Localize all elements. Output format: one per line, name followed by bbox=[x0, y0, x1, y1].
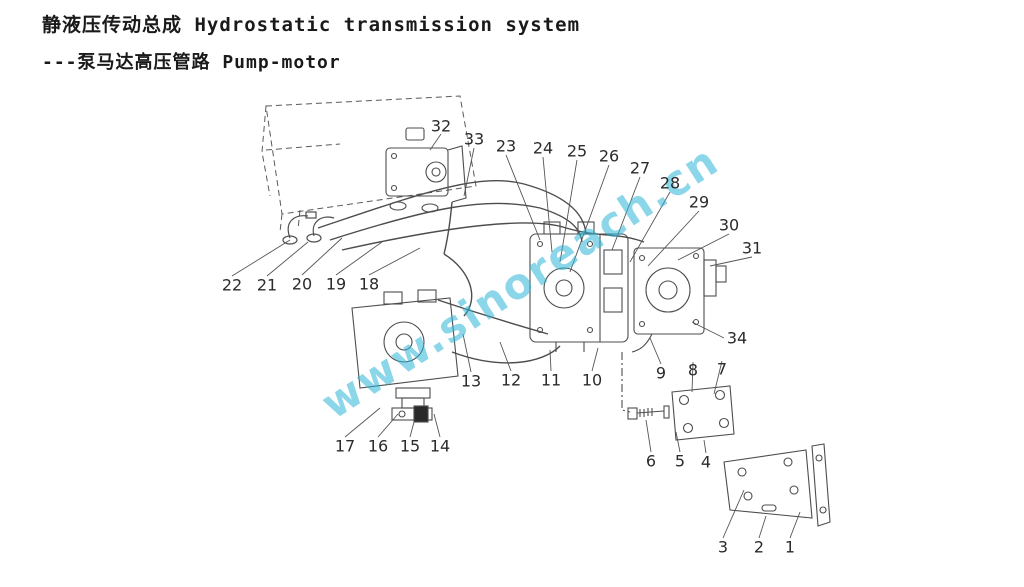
part-callout-28: 28 bbox=[659, 173, 681, 193]
leader-lines bbox=[231, 133, 801, 539]
part-callout-20: 20 bbox=[291, 274, 313, 294]
part-callout-26: 26 bbox=[598, 146, 620, 166]
bracket-drawing bbox=[621, 352, 735, 441]
part-callout-8: 8 bbox=[687, 360, 699, 380]
part-callout-7: 7 bbox=[716, 359, 728, 379]
part-callout-17: 17 bbox=[334, 436, 356, 456]
part-callout-2: 2 bbox=[753, 537, 765, 557]
right-motor-drawing bbox=[631, 247, 727, 353]
part-callout-14: 14 bbox=[429, 436, 451, 456]
part-callout-9: 9 bbox=[655, 363, 667, 383]
part-callout-12: 12 bbox=[500, 370, 522, 390]
part-callout-4: 4 bbox=[700, 452, 712, 472]
part-callout-25: 25 bbox=[566, 141, 588, 161]
part-callout-1: 1 bbox=[784, 537, 796, 557]
part-callout-10: 10 bbox=[581, 370, 603, 390]
part-callout-32: 32 bbox=[430, 116, 452, 136]
part-callout-6: 6 bbox=[645, 451, 657, 471]
part-callout-18: 18 bbox=[358, 274, 380, 294]
part-callout-13: 13 bbox=[460, 371, 482, 391]
part-callout-29: 29 bbox=[688, 192, 710, 212]
hose-lines-drawing bbox=[317, 180, 645, 364]
part-callout-27: 27 bbox=[629, 158, 651, 178]
base-plate-drawing bbox=[723, 443, 831, 527]
central-pump-drawing bbox=[529, 221, 629, 352]
part-callout-15: 15 bbox=[399, 436, 421, 456]
part-callout-34: 34 bbox=[726, 328, 748, 348]
part-callout-21: 21 bbox=[256, 275, 278, 295]
part-callout-24: 24 bbox=[532, 138, 554, 158]
part-callout-22: 22 bbox=[221, 275, 243, 295]
dashed-frame-drawing bbox=[261, 95, 477, 233]
part-callout-16: 16 bbox=[367, 436, 389, 456]
part-callout-11: 11 bbox=[540, 370, 562, 390]
part-callout-33: 33 bbox=[463, 129, 485, 149]
lower-motor-drawing bbox=[351, 289, 459, 423]
elbow-fittings-drawing bbox=[282, 211, 335, 245]
page-subtitle: ---泵马达高压管路 Pump-motor bbox=[42, 52, 341, 73]
page-title: 静液压传动总成 Hydrostatic transmission system bbox=[42, 14, 581, 36]
part-callout-23: 23 bbox=[495, 136, 517, 156]
title-block: 静液压传动总成 Hydrostatic transmission system … bbox=[42, 10, 580, 74]
part-callout-19: 19 bbox=[325, 274, 347, 294]
part-callout-5: 5 bbox=[674, 451, 686, 471]
part-callout-31: 31 bbox=[741, 238, 763, 258]
part-callout-30: 30 bbox=[718, 215, 740, 235]
part-callout-3: 3 bbox=[717, 537, 729, 557]
